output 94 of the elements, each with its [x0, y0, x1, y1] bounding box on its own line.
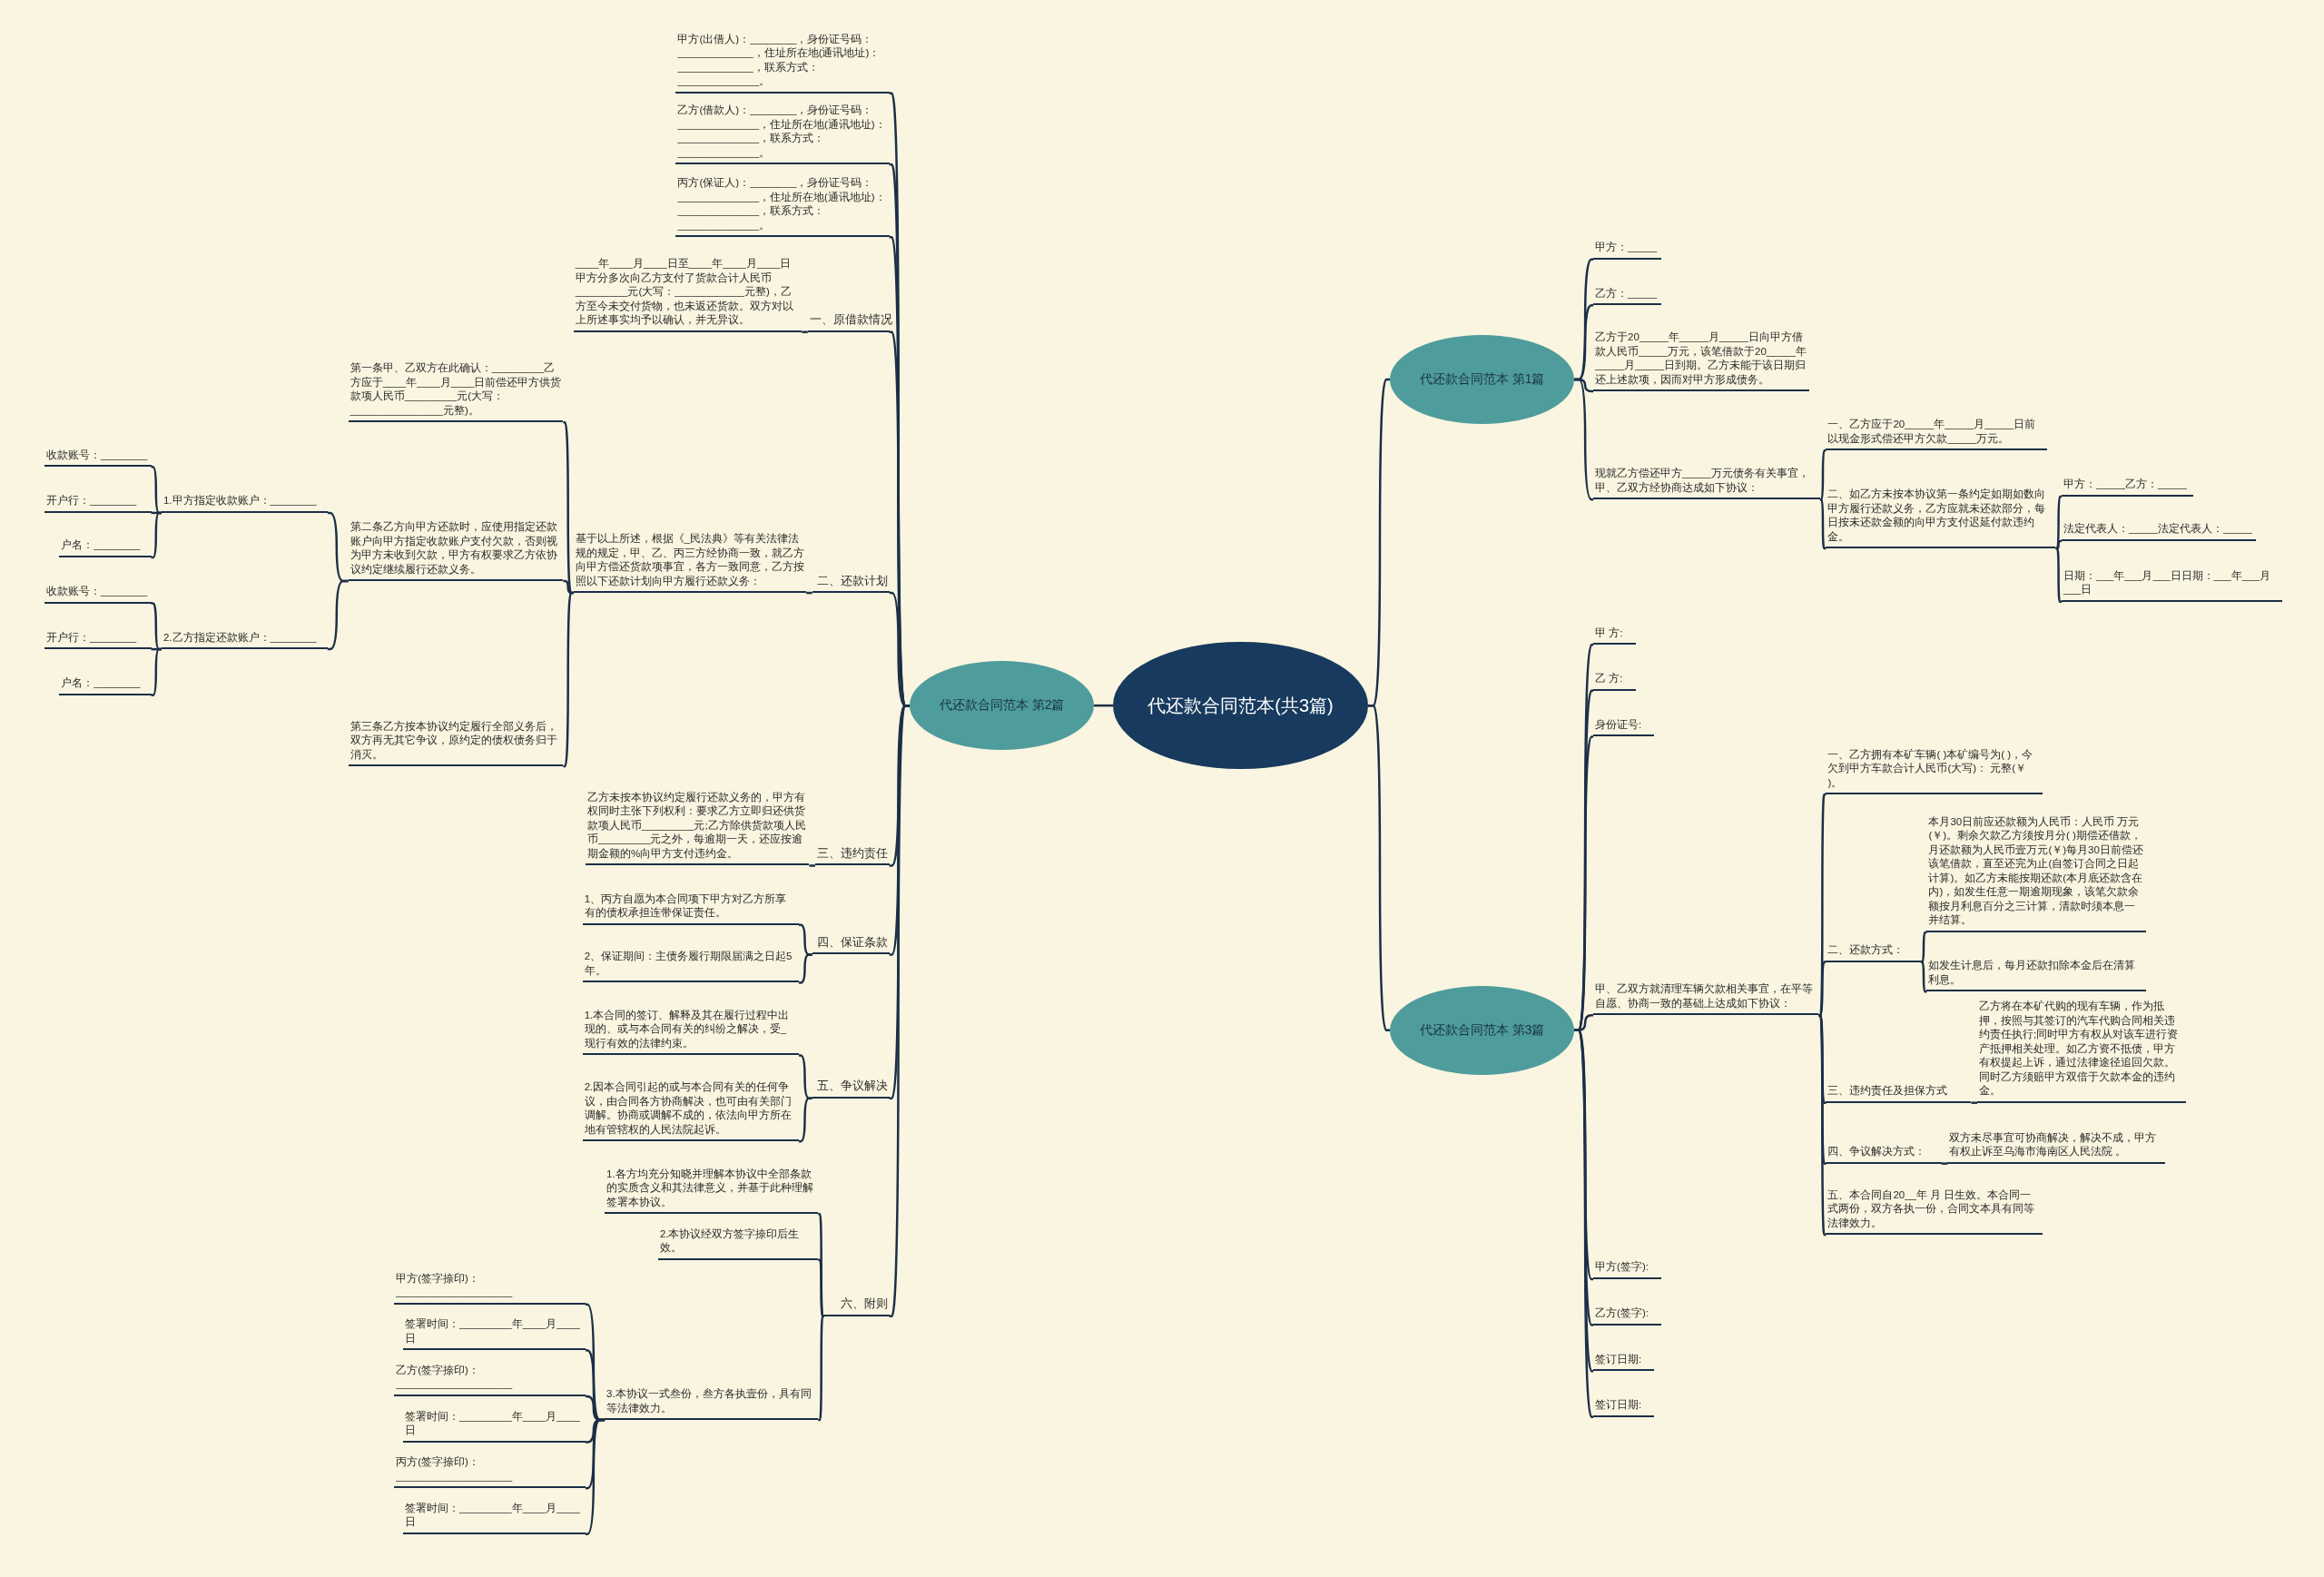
connector-line — [1819, 449, 1827, 501]
branch-topic: 甲方(出借人)：________，身份证号码：_____________，住址所在地(通讯地址)：_____________，联系方式：______________。 — [675, 32, 890, 94]
connector-line — [2055, 539, 2063, 550]
branch-topic: 户名：________ — [59, 538, 152, 557]
connector-line — [563, 421, 574, 595]
branch-topic: 开户行：________ — [44, 630, 152, 650]
branch-topic: 一、乙方应于20_____年_____月_____日前以现金形式偿还甲方欠款_____万元。 — [1826, 418, 2047, 451]
connector-line — [2054, 547, 2063, 604]
connector-line — [802, 330, 808, 333]
branch-topic: 开户行：________ — [44, 494, 152, 513]
connector-line — [151, 466, 162, 515]
branch-topic: 三、违约责任及担保方式 — [1826, 1084, 1972, 1103]
branch-topic: 第三条乙方按本协议约定履行全部义务后，双方再无其它争议，原约定的债权债务归于消灭。 — [348, 719, 564, 767]
branch-topic: 签订日期: — [1593, 1398, 1655, 1417]
branch-topic: 1.各方均充分知晓并理解本协议中全部条款的实质含义和其法律意义，并基于此种理解签署本协议。 — [605, 1167, 819, 1215]
branch-topic: 第一条甲、乙双方在此确认：_________乙方应于____年____月____日前偿还甲方供货款项人民币_________元(大写：________________元整)。 — [348, 361, 564, 423]
connector-line — [1093, 704, 1114, 707]
branch-topic: 户名：________ — [59, 676, 152, 695]
branch-topic: 身份证号: — [1593, 717, 1655, 737]
topic-ellipse: 代还款合同范本 第2篇 — [910, 661, 1094, 751]
branch-topic: 乙方未按本协议约定履行还款义务的，甲方有权同时主张下列权利：要求乙方立即归还供货款项人民币_________元;乙方除供货款项人民币_________元之外，每逾期一天，还应按逾期金额的%向甲方支付违约金。 — [585, 791, 810, 866]
branch-topic: 签订日期: — [1593, 1352, 1655, 1372]
connector-line — [809, 864, 815, 867]
branch-topic: 1、丙方自愿为本合同项下甲方对乙方所享有的债权承担连带保证责任。 — [582, 892, 799, 925]
branch-topic: 签署时间：_________年____月____日 — [403, 1501, 586, 1534]
connector-line — [563, 591, 574, 768]
branch-topic: 收款账号：________ — [44, 448, 152, 468]
branch-topic: 乙方(签字): — [1593, 1306, 1662, 1326]
connector-line — [1941, 1162, 1948, 1165]
branch-topic: 如发生计息后，每月还款扣除本金后在清算利息。 — [1926, 959, 2147, 992]
branch-topic: 乙方将在本矿代购的现有车辆，作为抵押，按照与其签订的汽车代购合同相关违约责任执行;同时甲方有权从对该车进行资产抵押相关处理。如乙方资不抵债，甲方有权提起上诉，通过法律途径追回欠款。同时乙方须赔甲方双倍于欠款本金的违约金。 — [1976, 1000, 2187, 1103]
branch-topic: 五、争议解决 — [812, 1079, 890, 1099]
connector-line — [798, 1097, 812, 1143]
branch-topic: 本月30日前应还款额为人民币：人民币 万元(￥)。剩余欠款乙方须按月分( )期偿还借款，月还款额为人民币壹万元(￥)每月30日前偿还该笔借款，直至还完为止(自签订合同之日起计算)。如乙方未能按期还款(本月底还款含在内)，如发生任意一期逾期现象，该笔欠款余额按月利息百分之三计算，清款时须本息一并结算。 — [1926, 814, 2147, 932]
branch-topic: 收款账号：________ — [44, 585, 152, 604]
branch-topic: 第二条乙方向甲方还款时，应使用指定还款账户向甲方指定收款账户支付欠款，否则视为甲方未收到欠款，甲方有权要求乙方依协议约定继续履行还款义务。 — [348, 520, 564, 581]
connector-line — [817, 1258, 825, 1318]
branch-topic: ____年____月____日至____年____月____日甲方分多次向乙方支付了货款合计人民币_________元(大写：____________元整)，乙方至今未交付货物，也未返还货款。双方对以上所述事实均予以确认，并无异议。 — [573, 257, 803, 332]
branch-topic: 甲方：_____乙方：_____ — [2062, 478, 2194, 497]
branch-topic: 2.本协议经双方签字捺印后生效。 — [657, 1227, 819, 1260]
topic-ellipse: 代还款合同范本 第3篇 — [1390, 985, 1574, 1075]
branch-topic: 四、争议解决方式： — [1826, 1145, 1942, 1164]
connector-line — [2054, 495, 2063, 550]
connector-line — [1971, 1101, 1977, 1104]
connector-line — [1920, 961, 1927, 993]
branch-topic: 丙方(签字捺印)：____________________ — [394, 1455, 586, 1489]
branch-topic: 基于以上所述，根据《_民法典》等有关法律法规的规定，甲、乙、丙三方经协商一致，就乙方向甲方偿还货款项事宜，各方一致同意，乙方按照以下还款计划向甲方履行还款义务： — [573, 532, 807, 594]
connector-line — [1367, 704, 1391, 1031]
connector-line — [1817, 1014, 1827, 1237]
connector-line — [798, 953, 812, 984]
branch-topic: 签署时间：_________年____月____日 — [403, 1317, 586, 1351]
branch-topic: 三、违约责任 — [814, 847, 890, 866]
branch-topic: 1.本合同的签订、解释及其在履行过程中出现的、或与本合同有关的纠纷之解决，受_现行有效的法律约束。 — [582, 1008, 799, 1056]
branch-topic: 乙方(借款人)：________，身份证号码：______________，住址所在地(通讯地址)：______________，联系方式：______________。 — [675, 103, 890, 165]
connector-line — [1920, 931, 1927, 963]
branch-topic: 四、保证条款 — [812, 935, 890, 955]
connector-line — [1819, 498, 1827, 550]
branch-topic: 甲、乙双方就清理车辆欠款相关事宜，在平等自愿、协商一致的基础上达成如下协议： — [1593, 982, 1819, 1016]
branch-topic: 签署时间：_________年____月____日 — [403, 1409, 586, 1443]
connector-line — [327, 579, 349, 651]
branch-topic: 乙方于20_____年_____月_____日向甲方借款人民币_____万元，该笔借款于20_____年_____月_____日到期。乙方未能于该日期归还上述款项，因而对甲方形成债务。 — [1593, 330, 1810, 392]
branch-topic: 二、还款方式： — [1826, 943, 1921, 962]
topic-ellipse: 代还款合同范本 第1篇 — [1390, 334, 1574, 424]
branch-topic: 法定代表人：_____法定代表人：_____ — [2062, 522, 2256, 541]
branch-topic: 乙 方: — [1593, 672, 1637, 691]
central-topic-ellipse: 代还款合同范本(共3篇) — [1113, 641, 1368, 770]
branch-topic: 甲方：_____ — [1593, 241, 1662, 260]
branch-topic: 二、还款计划 — [812, 574, 890, 594]
branch-topic: 甲方(签字捺印)：____________________ — [394, 1271, 586, 1305]
branch-topic: 六、附则 — [823, 1297, 890, 1316]
connector-line — [817, 1315, 825, 1422]
branch-topic: 现就乙方偿还甲方_____万元债务有关事宜，甲、乙双方经协商达成如下协议： — [1593, 467, 1820, 500]
branch-topic: 2、保证期间：主债务履行期限届满之日起5年。 — [582, 950, 799, 983]
branch-topic: 2.乙方指定还款账户：________ — [161, 630, 328, 650]
branch-topic: 二、如乙方未按本协议第一条约定如期如数向甲方履行还款义务，乙方应就未还款部分，每日按未还款金额的向甲方支付迟延付款违约金。 — [1826, 488, 2056, 549]
connector-line — [151, 647, 162, 696]
branch-topic: 乙方：_____ — [1593, 286, 1662, 306]
connector-line — [151, 602, 162, 651]
branch-topic: 丙方(保证人)：________，身份证号码：______________，住址所在地(通讯地址)：______________，联系方式：______________。 — [675, 176, 890, 238]
branch-topic: 乙方(签字捺印)：____________________ — [394, 1363, 586, 1396]
branch-topic: 日期：___年___月___日日期：___年___月___日 — [2062, 568, 2283, 602]
connector-line — [151, 511, 162, 559]
branch-topic: 2.因本合同引起的或与本合同有关的任何争议，由合同各方协商解决，也可由有关部门调解。协商或调解不成的，依法向甲方所在地有管辖权的人民法院起诉。 — [582, 1080, 799, 1142]
branch-topic: 甲 方: — [1593, 626, 1637, 646]
branch-topic: 甲方(签字): — [1593, 1260, 1662, 1279]
connector-line — [806, 591, 812, 595]
connector-line — [1817, 961, 1827, 1017]
branch-topic: 五、本合同自20__年 月 日生效。本合同一式两份，双方各执一份，合同文本具有同等法律效力。 — [1826, 1188, 2043, 1235]
branch-topic: 双方未尽事宜可协商解决，解决不成，甲方有权止诉至乌海市海南区人民法院 。 — [1947, 1130, 2166, 1164]
branch-topic: 一、乙方拥有本矿车辆( )本矿编号为( )，今欠到甲方车款合计人民币(大写)： 元整(￥ )。 — [1826, 747, 2043, 795]
connector-line — [1573, 378, 1594, 501]
connector-line — [585, 1418, 606, 1536]
branch-topic: 1.甲方指定收款账户：________ — [161, 494, 328, 513]
branch-topic: 3.本协议一式叁份，叁方各执壹份，具有同等法律效力。 — [605, 1387, 819, 1421]
